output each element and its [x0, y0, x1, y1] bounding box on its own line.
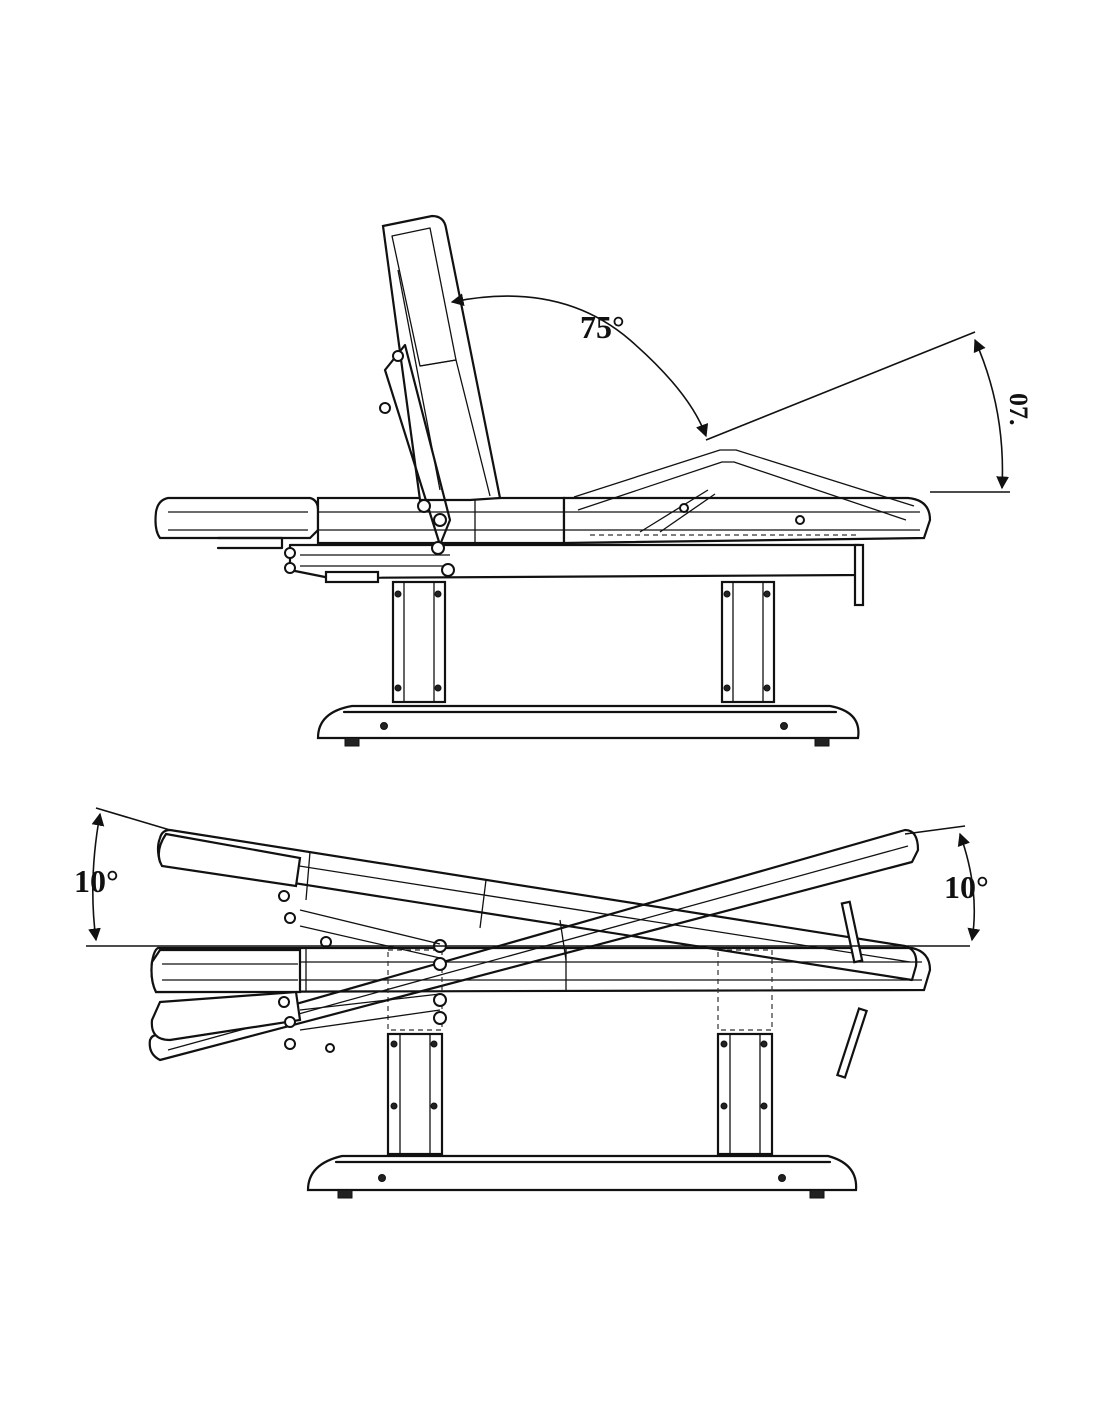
foot-tilt-angle-label: 10° — [944, 869, 989, 905]
legrest-angle-label: 07. — [1004, 393, 1033, 426]
top-column-right — [720, 580, 776, 704]
top-frame — [284, 543, 865, 607]
head-tilt-angle-label: 10° — [74, 863, 119, 899]
top-head-section — [154, 496, 320, 550]
top-base — [316, 704, 860, 747]
bottom-view-bed: 10° 10° — [74, 807, 989, 1199]
bottom-base — [306, 1154, 858, 1199]
bottom-column-right — [716, 1032, 774, 1156]
top-column-left — [391, 580, 447, 704]
top-foot-section — [562, 449, 932, 545]
backrest-angle-dimension — [450, 293, 1010, 493]
backrest-angle-label: 75° — [580, 309, 625, 345]
bottom-mechanism — [278, 890, 869, 1079]
top-view-bed: 75° 07. — [154, 214, 1033, 747]
bottom-column-left — [386, 1032, 444, 1156]
head-tilt-dimension — [86, 807, 970, 947]
bottom-head-section — [150, 832, 302, 1042]
foot-tilt-dimension — [904, 825, 981, 942]
